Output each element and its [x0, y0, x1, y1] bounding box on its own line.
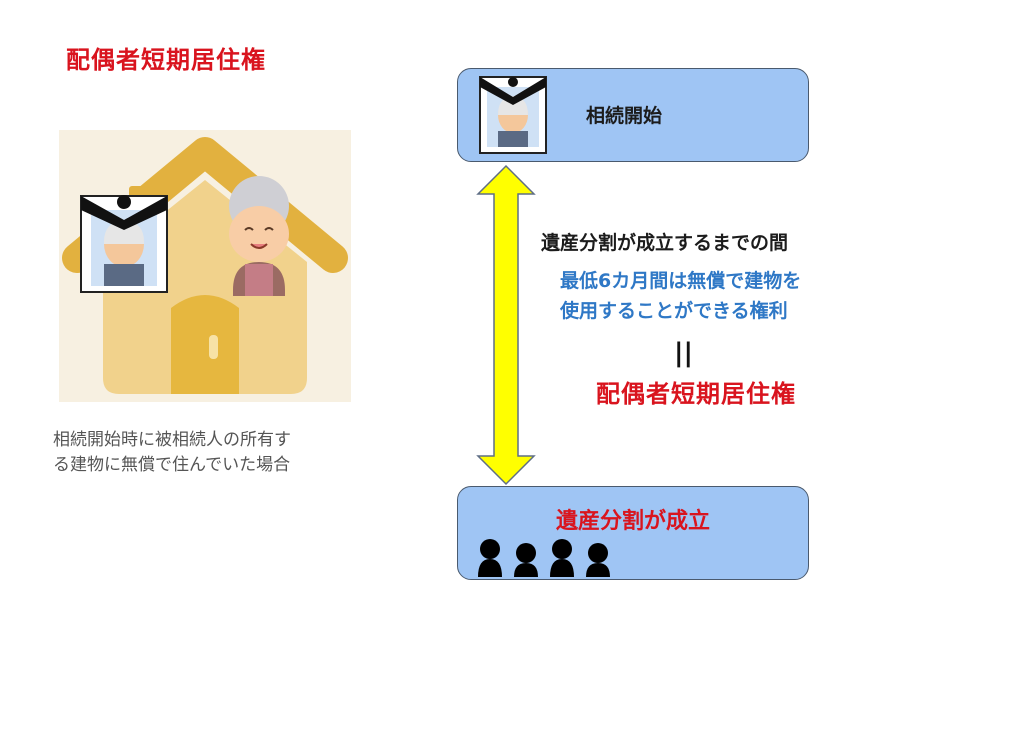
house-icon [62, 137, 348, 394]
elderly-woman-icon [229, 176, 289, 296]
caption: 相続開始時に被相続人の所有す る建物に無償で住んでいた場合 [53, 428, 363, 478]
person-silhouette-icon [586, 543, 610, 577]
person-silhouette-icon [478, 539, 502, 577]
memorial-portrait-icon [80, 195, 168, 293]
estate-division-label: 遺産分割が成立 [555, 509, 710, 534]
estate-division-box: 遺産分割が成立 [457, 486, 809, 580]
caption-line: 相続開始時に被相続人の所有す [53, 430, 291, 450]
person-silhouette-icon [514, 543, 538, 577]
right-description: 最低6カ月間は無償で建物を 使用することができる権利 [560, 266, 890, 326]
right-description-line: 最低6カ月間は無償で建物を [560, 270, 802, 292]
caption-line: る建物に無償で住んでいた場合 [53, 455, 291, 475]
inheritance-start-box: 相続開始 [457, 68, 809, 162]
heirs-silhouettes [478, 539, 610, 577]
period-label: 遺産分割が成立するまでの間 [541, 232, 789, 254]
inheritance-start-label: 相続開始 [586, 105, 663, 127]
double-arrow [476, 164, 536, 486]
equals-sign: || [674, 338, 693, 368]
right-description-line: 使用することができる権利 [560, 300, 788, 322]
person-silhouette-icon [550, 539, 574, 577]
right-title: 配偶者短期居住権 [596, 380, 796, 408]
memorial-portrait-icon [479, 76, 547, 154]
house-illustration [59, 130, 351, 402]
page-title: 配偶者短期居住権 [66, 46, 266, 74]
